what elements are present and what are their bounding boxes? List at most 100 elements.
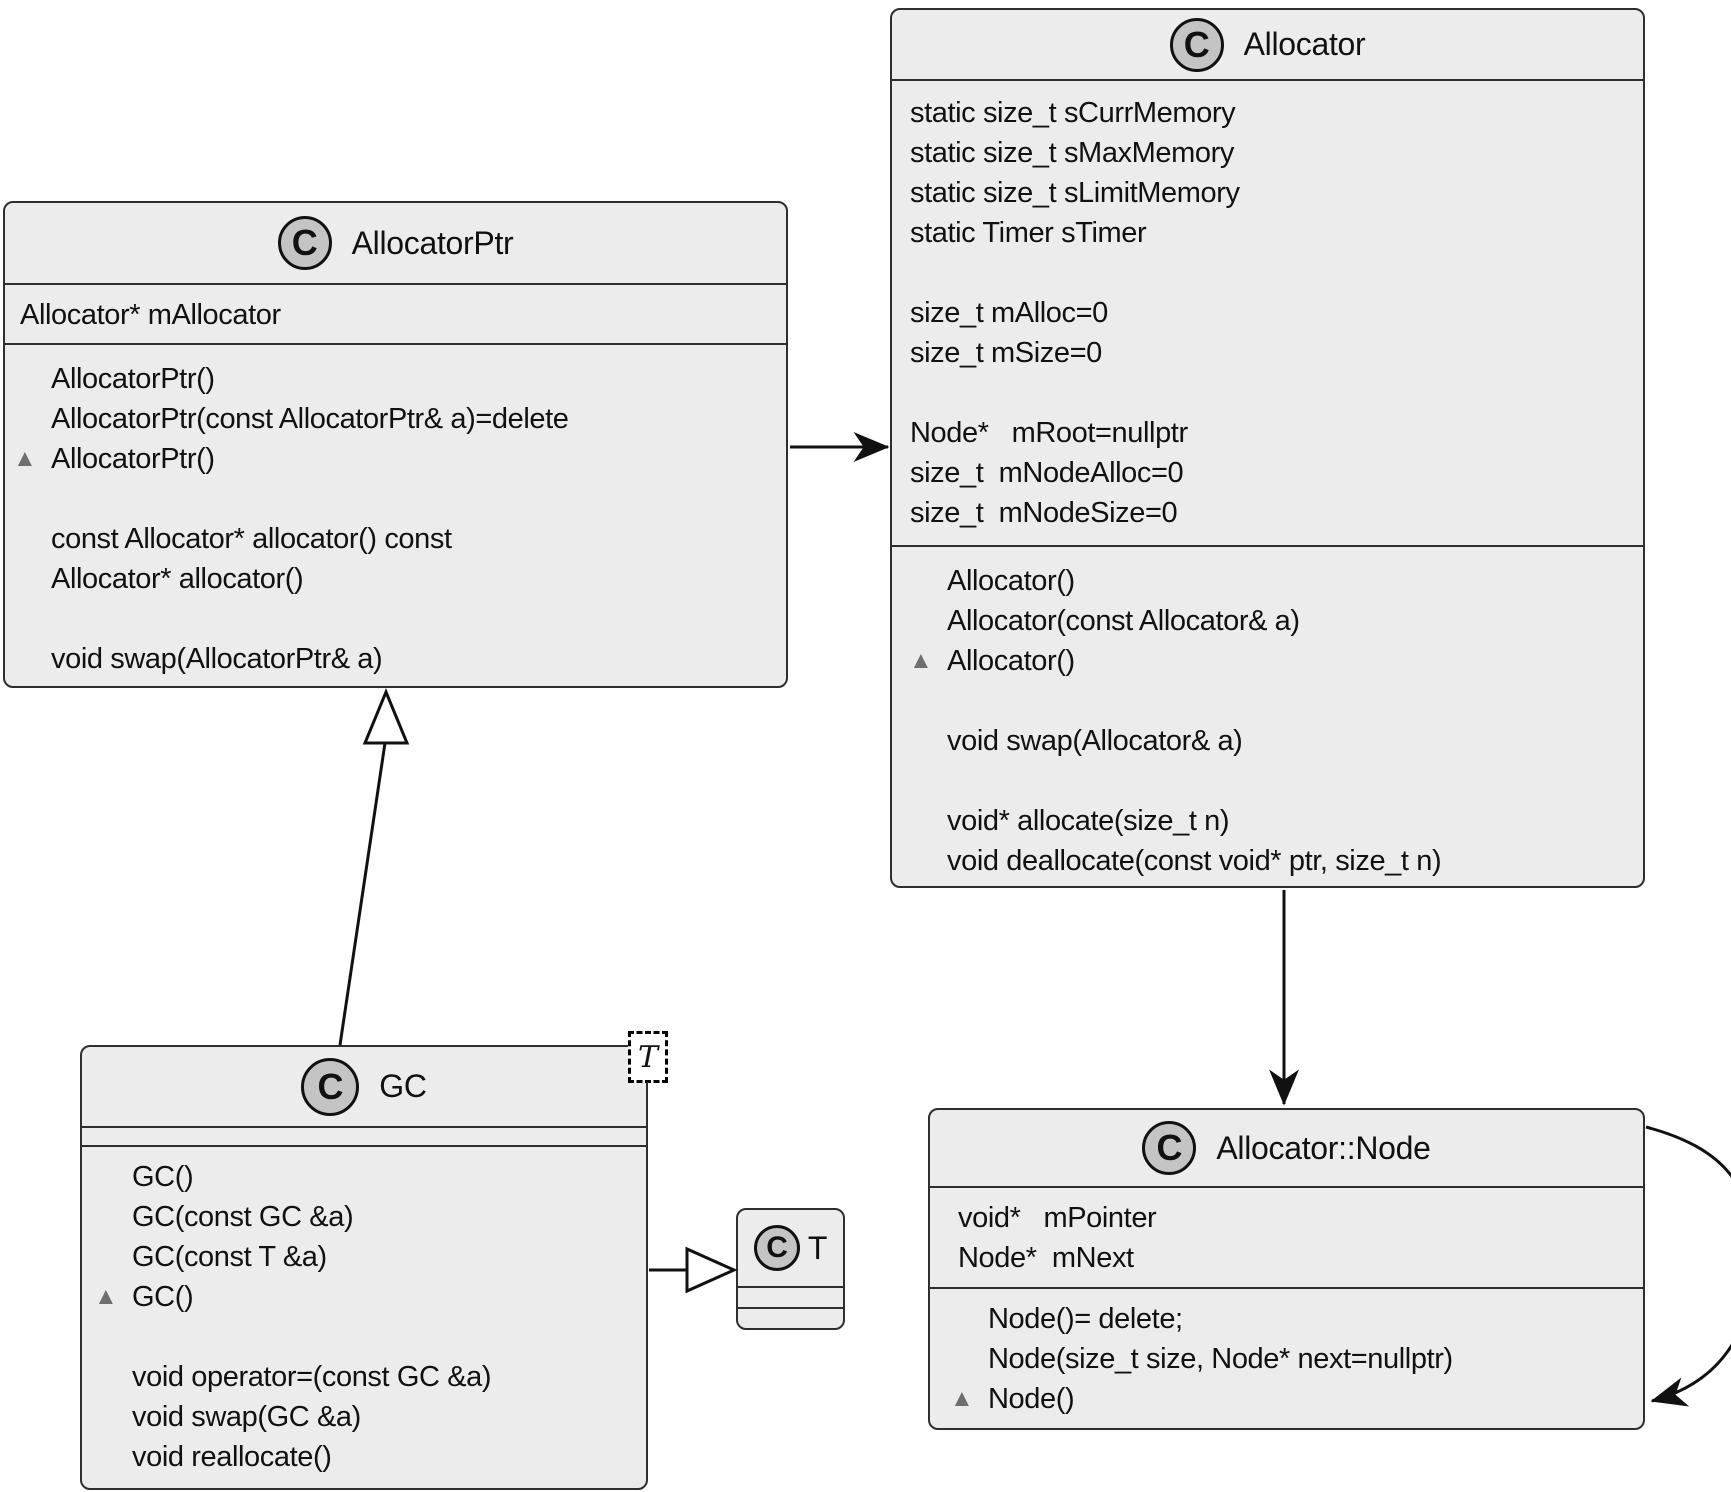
method: void swap(GC &a) [132, 1397, 646, 1437]
method-text [947, 685, 955, 717]
class-name: GC [379, 1068, 427, 1104]
method-text [947, 765, 955, 797]
class-title-bar: C T [738, 1210, 843, 1288]
method: AllocatorPtr() [51, 359, 786, 399]
method-text: void swap(AllocatorPtr& a) [51, 643, 383, 675]
generalization-gc-to-allocatorptr-triangle-icon [362, 688, 410, 745]
attribute: void* mPointer [958, 1198, 1643, 1238]
method-text: AllocatorPtr(const AllocatorPtr& a)=dele… [51, 403, 569, 435]
attribute: size_t mAlloc=0 [910, 293, 1643, 333]
class-c-icon: C [277, 216, 332, 270]
method-text: Node() [988, 1383, 1075, 1415]
attribute-text: static size_t sMaxMemory [910, 137, 1234, 169]
attribute-text [910, 257, 918, 289]
method-spacer [51, 479, 786, 519]
methods-compartment: AllocatorPtr() AllocatorPtr(const Allocat… [5, 345, 786, 679]
method: void reallocate() [132, 1437, 646, 1477]
method-text [51, 603, 59, 635]
class-c-icon: C [1169, 17, 1224, 72]
method: const Allocator* allocator() const [51, 519, 786, 559]
attribute: Node* mNext [958, 1238, 1643, 1278]
method-spacer [132, 1317, 646, 1357]
attribute-text: static size_t sLimitMemory [910, 177, 1240, 209]
method-text: const Allocator* allocator() const [51, 523, 452, 555]
attribute-text: Allocator* mAllocator [20, 299, 281, 331]
attribute-text: Node* mRoot=nullptr [910, 417, 1188, 449]
method-text: Node(size_t size, Node* next=nullptr) [988, 1343, 1453, 1375]
destructor-marker-icon: ▲ [950, 1385, 974, 1412]
class-c-icon: C [1142, 1121, 1197, 1175]
class-name: Allocator::Node [1216, 1129, 1431, 1166]
method-text: void swap(Allocator& a) [947, 725, 1243, 757]
method-text: GC() [132, 1281, 194, 1313]
attributes-compartment: Allocator* mAllocator [5, 285, 786, 345]
class-c-icon: C [301, 1057, 360, 1116]
class-c-icon: C [753, 1225, 800, 1271]
method-text: void operator=(const GC &a) [132, 1361, 492, 1393]
method: Allocator() [947, 561, 1643, 601]
method: ▲ Allocator() [909, 641, 1643, 681]
attribute-text: static size_t sCurrMemory [910, 97, 1236, 129]
method-text: Allocator* allocator() [51, 563, 304, 595]
method-text: void* allocate(size_t n) [947, 805, 1230, 837]
class-t: C T [736, 1208, 845, 1330]
attribute: size_t mNodeSize=0 [910, 493, 1643, 533]
attribute-text: static Timer sTimer [910, 217, 1147, 249]
attribute-spacer [910, 253, 1643, 293]
class-gc: C GC GC()GC(const GC &a)GC(const T &a)▲G… [80, 1045, 648, 1490]
class-title-bar: C Allocator [892, 10, 1643, 81]
method: ▲ GC() [94, 1277, 646, 1317]
attributes-compartment [738, 1288, 843, 1309]
attribute-text: size_t mAlloc=0 [910, 297, 1108, 329]
method-text: Allocator() [947, 565, 1075, 597]
template-parameter-label: T [637, 1039, 658, 1075]
attribute: Allocator* mAllocator [20, 295, 786, 335]
attribute: static size_t sCurrMemory [910, 93, 1643, 133]
method-text: Allocator() [947, 645, 1075, 677]
method: ▲ Node() [950, 1379, 1643, 1419]
destructor-marker-icon: ▲ [94, 1283, 118, 1310]
method-spacer [947, 681, 1643, 721]
method: void* allocate(size_t n) [947, 801, 1643, 841]
attribute-text: Node* mNext [958, 1242, 1134, 1274]
method-text [132, 1321, 140, 1353]
method-text: AllocatorPtr() [51, 443, 215, 475]
method: Node()= delete; [988, 1299, 1643, 1339]
class-title-bar: C GC [82, 1047, 646, 1128]
attribute: static size_t sMaxMemory [910, 133, 1643, 173]
attribute-text: size_t mNodeSize=0 [910, 497, 1178, 529]
template-parameter-box: T [628, 1031, 668, 1083]
methods-compartment: GC()GC(const GC &a)GC(const T &a)▲GC() v… [82, 1147, 646, 1477]
destructor-marker-icon: ▲ [13, 445, 37, 472]
class-allocatorptr: C AllocatorPtr Allocator* mAllocator All… [3, 201, 788, 688]
method: AllocatorPtr(const AllocatorPtr& a)=dele… [51, 399, 786, 439]
method: void swap(AllocatorPtr& a) [51, 639, 786, 679]
method: ▲ AllocatorPtr() [13, 439, 786, 479]
destructor-marker-icon: ▲ [909, 647, 933, 674]
attribute-text: size_t mNodeAlloc=0 [910, 457, 1184, 489]
class-name: Allocator [1243, 26, 1366, 62]
class-title-bar: C Allocator::Node [930, 1110, 1643, 1188]
attribute: static Timer sTimer [910, 213, 1643, 253]
class-name: AllocatorPtr [351, 224, 514, 261]
attribute-spacer [910, 373, 1643, 413]
method-text: Allocator(const Allocator& a) [947, 605, 1300, 637]
method: void swap(Allocator& a) [947, 721, 1643, 761]
method-text: void reallocate() [132, 1441, 332, 1473]
class-title-bar: C AllocatorPtr [5, 203, 786, 285]
class-allocator: C Allocator static size_t sCurrMemory sta… [890, 8, 1645, 888]
class-name: T [807, 1229, 828, 1266]
attribute-text: size_t mSize=0 [910, 337, 1102, 369]
attribute: size_t mNodeAlloc=0 [910, 453, 1643, 493]
attribute-text: void* mPointer [958, 1202, 1157, 1234]
generalization-gc-to-allocatorptr-line [338, 742, 387, 1046]
method-spacer [51, 599, 786, 639]
method-text: Node()= delete; [988, 1303, 1183, 1335]
method-spacer [947, 761, 1643, 801]
method: Allocator(const Allocator& a) [947, 601, 1643, 641]
methods-compartment: Node()= delete; Node(size_t size, Node* n… [930, 1289, 1643, 1419]
attribute: size_t mSize=0 [910, 333, 1643, 373]
method: GC(const GC &a) [132, 1197, 646, 1237]
